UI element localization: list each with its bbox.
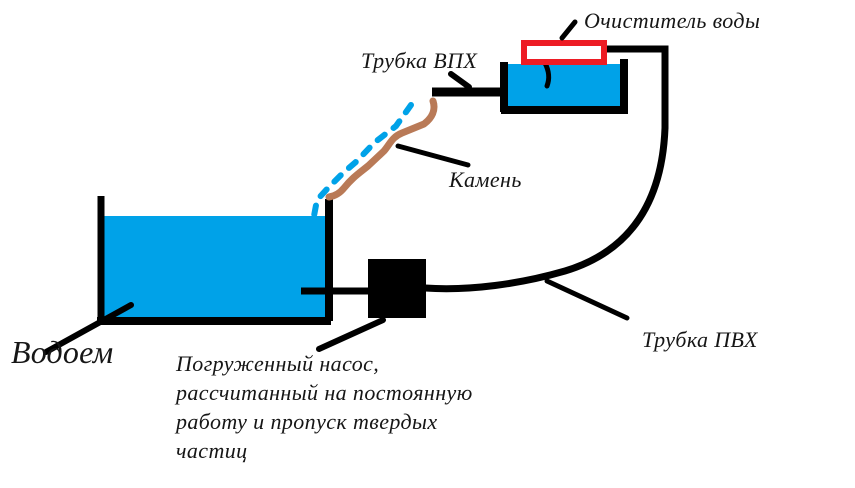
pvc-tube-pointer-line (544, 278, 630, 321)
label-pond: Водоем (11, 334, 114, 370)
purifier-pointer-line (559, 19, 578, 41)
label-tube-vph: Трубка ВПХ (361, 48, 478, 73)
water-flow-dashes (311, 102, 414, 219)
stone-pointer-line (395, 143, 471, 168)
pond-water (104, 216, 325, 317)
label-pump: Погруженный насос, рассчитанный на посто… (176, 351, 473, 463)
pond-pointer-line (43, 302, 134, 355)
stone-cascade (325, 97, 438, 201)
vph-tube-pointer-line (448, 71, 472, 90)
pump (368, 259, 426, 318)
tank-water (506, 64, 620, 106)
label-stone: Камень (449, 167, 522, 192)
pump-pointer-line (316, 317, 386, 352)
pvc-tube (424, 45, 669, 293)
purifier-box (521, 40, 607, 65)
label-tube-pvc: Трубка ПВХ (642, 327, 758, 352)
label-purifier: Очиститель воды (584, 8, 761, 33)
